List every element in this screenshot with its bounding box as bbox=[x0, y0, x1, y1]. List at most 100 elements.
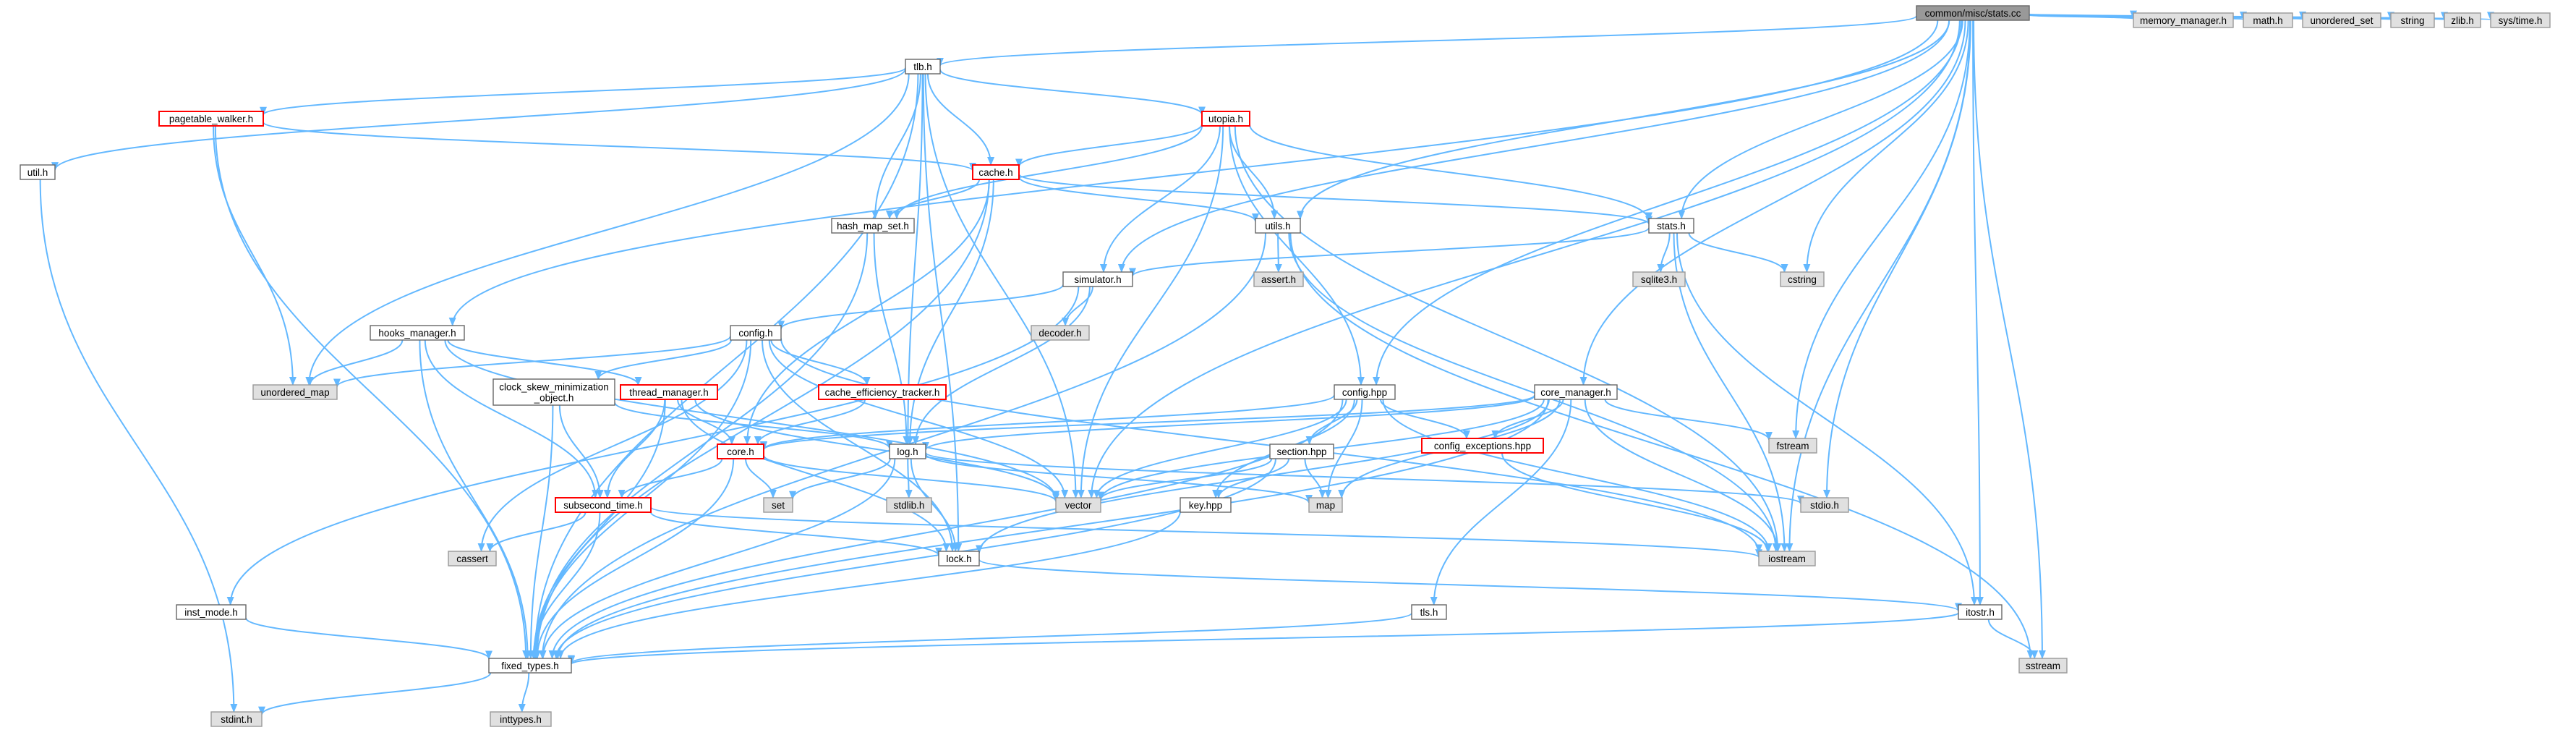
node-hash-map-set-h[interactable]: hash_map_set.h bbox=[831, 218, 915, 234]
node-box bbox=[1308, 497, 1343, 513]
edge-inst_mode_h-to-fixed_types_h bbox=[245, 617, 492, 660]
node-cstring[interactable]: cstring bbox=[1780, 271, 1825, 287]
edge-utopia_h-to-cache_h bbox=[1015, 124, 1203, 168]
node-key-hpp[interactable]: key.hpp bbox=[1180, 497, 1232, 513]
node-stats-h[interactable]: stats.h bbox=[1648, 218, 1694, 234]
node-label: vector bbox=[1065, 500, 1092, 511]
edge-stats_cc-to-fstream bbox=[1792, 20, 1971, 439]
edge-utopia_h-to-config_hpp bbox=[1229, 125, 1365, 386]
node-label: hooks_manager.h bbox=[378, 328, 456, 339]
edge-tlb_h-to-cache_h bbox=[926, 73, 995, 166]
node-label: utopia.h bbox=[1208, 114, 1243, 124]
node-assert-h[interactable]: assert.h bbox=[1253, 271, 1304, 287]
node-stdio-h[interactable]: stdio.h bbox=[1800, 497, 1849, 513]
node-box bbox=[1055, 497, 1101, 513]
node-box bbox=[889, 443, 926, 459]
node-layer: common/misc/stats.cc tlb.h memory_manager.… bbox=[20, 5, 2551, 727]
edge-core_manager_h-to-lock_h bbox=[976, 399, 1550, 554]
node-unordered-set[interactable]: unordered_set bbox=[2302, 12, 2381, 28]
edge-simulator_h-to-decoder_h bbox=[1062, 286, 1093, 326]
node-fixed-types-h[interactable]: fixed_types.h bbox=[488, 658, 572, 674]
node-lock-h[interactable]: lock.h bbox=[938, 551, 980, 566]
node-math-h[interactable]: math.h bbox=[2243, 12, 2293, 28]
node-box bbox=[717, 443, 764, 459]
edge-tlb_h-to-fixed_types_h bbox=[531, 73, 919, 659]
node-label: zlib.h bbox=[2451, 15, 2474, 26]
node-config-exceptions-hpp[interactable]: config_exceptions.hpp bbox=[1421, 438, 1544, 454]
node-label: thread_manager.h bbox=[629, 387, 709, 398]
node-utils-h[interactable]: utils.h bbox=[1255, 218, 1301, 234]
node-label: math.h bbox=[2253, 15, 2282, 26]
node-inst-mode-h[interactable]: inst_mode.h bbox=[176, 604, 247, 620]
edge-subsecond_time_h-to-lock_h bbox=[650, 512, 942, 556]
node-util-h[interactable]: util.h bbox=[20, 164, 56, 180]
node-config-hpp[interactable]: config.hpp bbox=[1334, 384, 1396, 400]
node-clock-skew-h[interactable]: clock_skew_minimization_object.h bbox=[492, 378, 615, 406]
edge-simulator_h-to-log_h bbox=[912, 286, 1091, 445]
node-unordered-map[interactable]: unordered_map bbox=[252, 384, 338, 400]
node-inttypes-h[interactable]: inttypes.h bbox=[490, 711, 552, 727]
node-label: config_exceptions.hpp bbox=[1434, 441, 1531, 451]
node-label: tls.h bbox=[1420, 607, 1438, 618]
edge-cache_h-to-stats_h bbox=[1018, 173, 1652, 225]
node-label: util.h bbox=[27, 167, 48, 178]
node-label: config.hpp bbox=[1342, 387, 1387, 398]
node-simulator-h[interactable]: simulator.h bbox=[1062, 271, 1133, 287]
node-thread-manager-h[interactable]: thread_manager.h bbox=[620, 384, 718, 400]
node-box bbox=[831, 218, 915, 234]
edge-subsecond_time_h-to-iostream bbox=[650, 506, 1762, 559]
edge-core_manager_h-to-iostream bbox=[1584, 399, 1782, 552]
node-map[interactable]: map bbox=[1308, 497, 1343, 513]
edge-stats_cc-to-core_manager_h bbox=[1579, 20, 1966, 386]
node-core-manager-h[interactable]: core_manager.h bbox=[1534, 384, 1618, 400]
node-hooks-manager-h[interactable]: hooks_manager.h bbox=[370, 325, 465, 341]
node-utopia-h[interactable]: utopia.h bbox=[1201, 111, 1250, 127]
node-box bbox=[1334, 384, 1396, 400]
node-tlb-h[interactable]: tlb.h bbox=[905, 59, 941, 75]
node-section-hpp[interactable]: section.hpp bbox=[1269, 443, 1334, 459]
node-stdint-h[interactable]: stdint.h bbox=[210, 711, 263, 727]
node-label: inttypes.h bbox=[500, 714, 542, 725]
node-sys-time-h[interactable]: sys/time.h bbox=[2490, 12, 2551, 28]
node-sstream[interactable]: sstream bbox=[2018, 658, 2068, 674]
node-config-h[interactable]: config.h bbox=[730, 325, 782, 341]
edge-utils_h-to-assert_h bbox=[1274, 232, 1282, 273]
node-fstream[interactable]: fstream bbox=[1768, 438, 1817, 454]
edge-section_hpp-to-key_hpp bbox=[1215, 458, 1290, 498]
node-log-h[interactable]: log.h bbox=[889, 443, 926, 459]
node-label: fstream bbox=[1776, 441, 1809, 451]
node-cache-efficiency-tracker-h[interactable]: cache_efficiency_tracker.h bbox=[818, 384, 947, 400]
node-box bbox=[2243, 12, 2293, 28]
edge-fixed_types_h-to-inttypes_h bbox=[518, 672, 530, 713]
node-vector[interactable]: vector bbox=[1055, 497, 1101, 513]
edge-hooks_manager_h-to-fixed_types_h bbox=[419, 339, 532, 659]
edge-core_manager_h-to-tls_h bbox=[1430, 399, 1572, 606]
node-core-h[interactable]: core.h bbox=[717, 443, 764, 459]
node-box bbox=[1062, 271, 1133, 287]
node-iostream[interactable]: iostream bbox=[1758, 551, 1816, 566]
edge-stats_cc-to-cstring bbox=[1803, 20, 1969, 273]
node-box bbox=[1201, 111, 1250, 127]
edge-util_h-to-stdint_h bbox=[39, 179, 238, 713]
node-cassert[interactable]: cassert bbox=[448, 551, 497, 566]
node-pagetable-walker-h[interactable]: pagetable_walker.h bbox=[158, 111, 264, 127]
node-itostr-h[interactable]: itostr.h bbox=[1958, 604, 2003, 620]
node-tls-h[interactable]: tls.h bbox=[1411, 604, 1447, 620]
edge-stats_h-to-iostream bbox=[1673, 232, 1788, 552]
node-decoder-h[interactable]: decoder.h bbox=[1031, 325, 1090, 341]
node-stats-cc[interactable]: common/misc/stats.cc bbox=[1916, 5, 2030, 21]
node-set[interactable]: set bbox=[763, 497, 793, 513]
edge-thread_manager_h-to-fixed_types_h bbox=[530, 399, 666, 659]
node-subsecond-time-h[interactable]: subsecond_time.h bbox=[555, 497, 652, 513]
edge-thread_manager_h-to-lock_h bbox=[681, 399, 950, 552]
node-box bbox=[492, 378, 615, 406]
edge-hash_map_set_h-to-log_h bbox=[873, 232, 910, 445]
node-cache-h[interactable]: cache.h bbox=[972, 164, 1020, 180]
node-box bbox=[1780, 271, 1825, 287]
node-memory-manager-h[interactable]: memory_manager.h bbox=[2133, 12, 2234, 28]
node-label: map bbox=[1316, 500, 1335, 511]
node-sqlite3-h[interactable]: sqlite3.h bbox=[1632, 271, 1686, 287]
node-zlib-h[interactable]: zlib.h bbox=[2444, 12, 2481, 28]
node-stdlib-h[interactable]: stdlib.h bbox=[886, 497, 932, 513]
node-string[interactable]: string bbox=[2390, 12, 2435, 28]
